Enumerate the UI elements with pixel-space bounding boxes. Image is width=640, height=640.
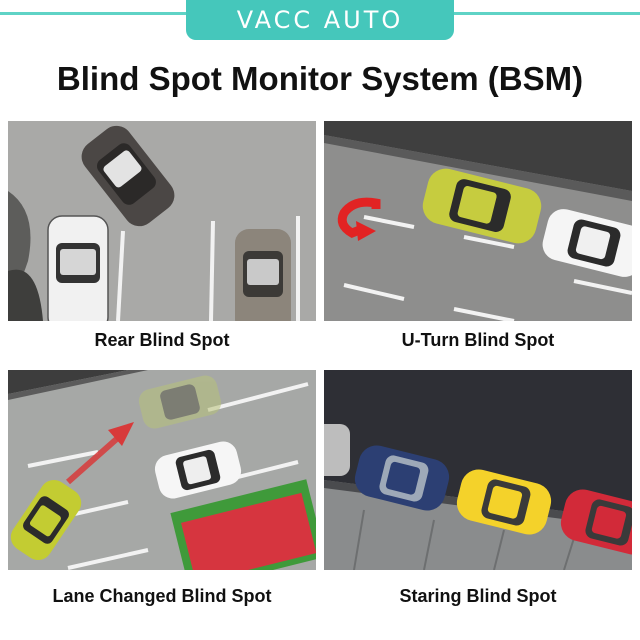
staring-blind-spot-image [324, 370, 632, 570]
caption-staring-blind-spot: Staring Blind Spot [399, 586, 557, 606]
brand-logo[interactable]: VACC AUTO [186, 0, 454, 40]
brand-logo-text: VACC AUTO [236, 6, 404, 34]
page-title: Blind Spot Monitor System (BSM) [56, 60, 584, 97]
caption-u-turn-blind-spot: U-Turn Blind Spot [401, 330, 555, 350]
caption-rear-blind-spot: Rear Blind Spot [94, 330, 230, 350]
u-turn-blind-spot-image [324, 121, 632, 321]
rear-blind-spot-image [8, 121, 316, 321]
caption-lane-changed-blind-spot: Lane Changed Blind Spot [52, 586, 272, 606]
lane-changed-blind-spot-image [8, 370, 316, 570]
